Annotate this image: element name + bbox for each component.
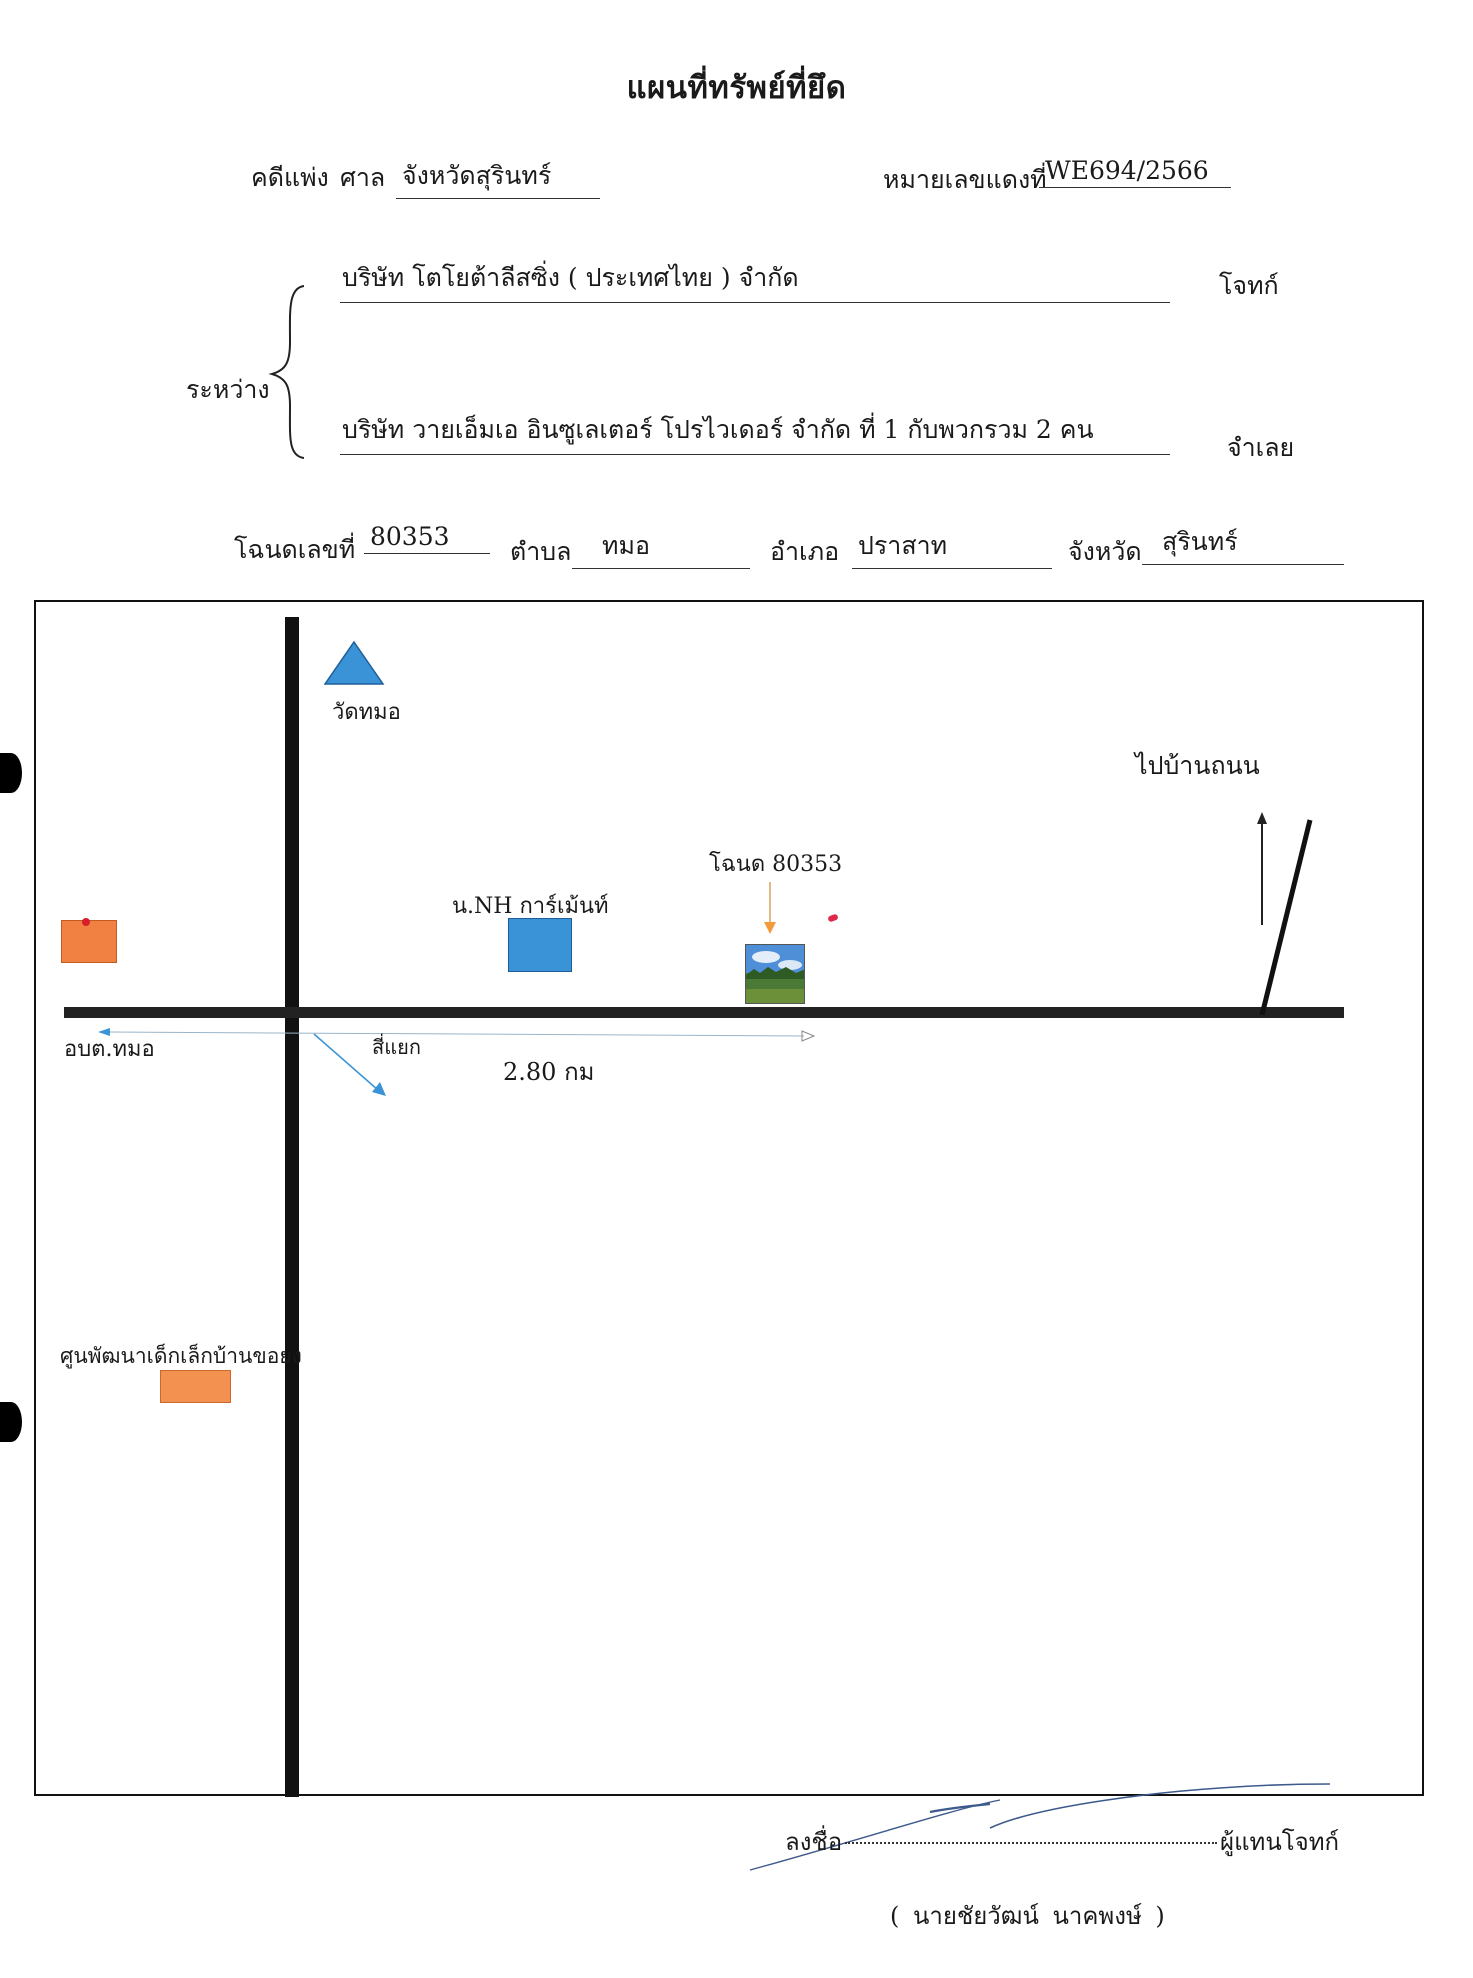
deed-value: 80353 [364, 522, 490, 554]
binder-hole [0, 753, 22, 793]
sao-marker [61, 918, 117, 963]
garment-label: น.NH การ์เม้นท์ [452, 894, 609, 919]
document-title: แผนที่ทรัพย์ที่ยึด [626, 70, 847, 106]
deed-label: โฉนดเลขที่ [234, 535, 356, 564]
defendant-name: บริษัท วายเอ็มเอ อินซูเลเตอร์ โปรไวเดอร์… [340, 410, 1170, 455]
province-label: จังหวัด [1068, 537, 1142, 566]
subdistrict-label: ตำบล [510, 537, 572, 566]
signer-name: ( นายชัยวัฒน์ นาคพงษ์ ) [890, 1902, 1165, 1930]
intersection-arrow-icon [313, 1033, 386, 1096]
to-village-label: ไปบ้านถนน [1135, 751, 1260, 780]
distance-arrow [98, 1028, 816, 1042]
province-value: สุรินทร์ [1142, 522, 1344, 565]
district-value: ปราสาท [852, 526, 1052, 569]
map-frame [34, 600, 1424, 1796]
childcare-marker [160, 1370, 231, 1403]
plaintiff-role: โจทก์ [1219, 271, 1279, 300]
garment-marker [508, 918, 572, 972]
road-diagonal [1259, 819, 1313, 1015]
deed-marker-label: โฉนด 80353 [709, 852, 843, 877]
defendant-role: จำเลย [1227, 433, 1295, 462]
road-vertical [285, 617, 299, 1797]
sign-label: ลงชื่อ [785, 1828, 843, 1856]
land-photo-image [746, 945, 804, 1003]
district-label: อำเภอ [770, 537, 840, 566]
court-label: ศาล [340, 163, 386, 192]
subdistrict-value: ทมอ [572, 526, 750, 569]
brace-icon [268, 285, 305, 459]
signature-strokes [749, 1783, 1331, 1871]
intersection-label: สี่แยก [372, 1035, 421, 1059]
temple-label: วัดทมอ [332, 700, 401, 725]
up-arrow-icon [1257, 812, 1267, 925]
sao-label: อบต.ทมอ [64, 1037, 155, 1062]
red-number-value: WE694/2566 [1039, 156, 1231, 188]
land-photo [745, 944, 805, 1004]
road-horizontal [64, 1007, 1344, 1018]
binder-hole [0, 1402, 22, 1442]
childcare-label: ศูนพัฒนาเด็กเล็กบ้านขอยง [60, 1344, 302, 1368]
signature-line [845, 1842, 1217, 1844]
civil-case-label: คดีแพ่ง [251, 163, 329, 192]
court-value: จังหวัดสุรินทร์ [396, 156, 600, 199]
signer-role: ผู้แทนโจทก์ [1220, 1828, 1340, 1856]
distance-label: 2.80 กม [503, 1058, 595, 1086]
temple-triangle-icon [323, 640, 385, 685]
down-arrow-icon [764, 882, 776, 934]
between-label: ระหว่าง [186, 375, 270, 404]
red-number-label: หมายเลขแดงที่ [883, 165, 1047, 194]
plaintiff-name: บริษัท โตโยต้าลีสซิ่ง ( ประเทศไทย ) จำกั… [340, 258, 1170, 303]
